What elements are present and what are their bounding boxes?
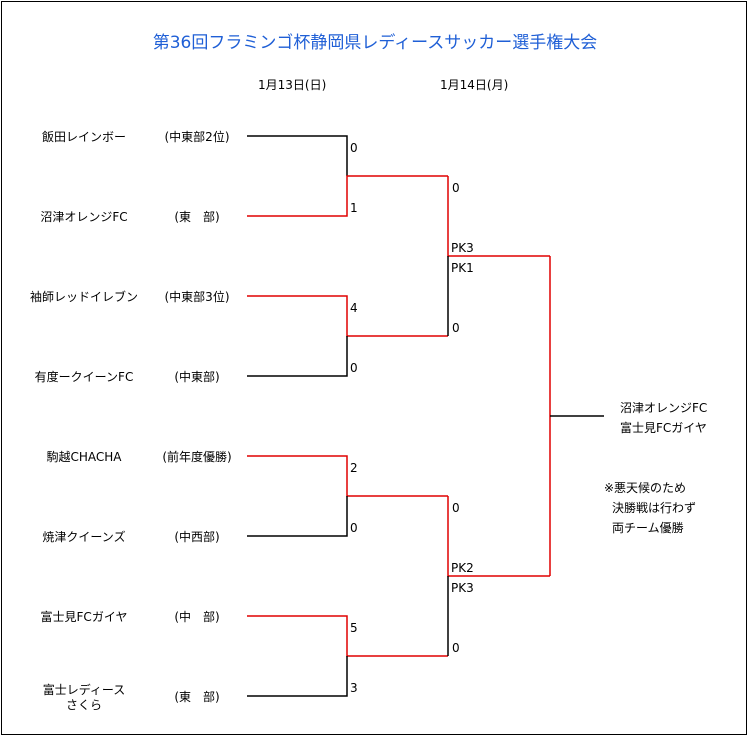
bracket-line-winner — [247, 175, 448, 217]
bracket-line — [247, 496, 348, 537]
team-region: (前年度優勝) — [162, 450, 232, 464]
pk-score: PK2 — [451, 561, 474, 575]
score: 0 — [350, 141, 358, 155]
note-line: ※悪天候のため — [604, 481, 687, 495]
date-round1: 1月13日(日) — [258, 78, 327, 92]
team-region: (中東部3位) — [164, 290, 230, 304]
score: 0 — [452, 501, 460, 515]
team-name: 飯田レインボー — [41, 130, 126, 144]
date-round2: 1月14日(月) — [440, 78, 509, 92]
note-line: 両チーム優勝 — [612, 521, 684, 535]
team-name: 有度ークイーンFC — [34, 370, 134, 384]
bracket-line-winner — [247, 615, 448, 657]
score: 0 — [350, 521, 358, 535]
team-region: (東 部) — [174, 690, 220, 704]
page-title: 第36回フラミンゴ杯静岡県レディースサッカー選手権大会 — [152, 33, 598, 53]
score: 3 — [350, 681, 358, 695]
pk-score: PK3 — [451, 581, 474, 595]
score: 4 — [350, 301, 358, 315]
team-name-line2: さくら — [65, 698, 102, 712]
team-name: 駒越CHACHA — [46, 450, 122, 464]
pk-score: PK3 — [451, 241, 474, 255]
score: 0 — [452, 321, 460, 335]
team-region: (中西部) — [174, 530, 220, 544]
team-name: 富士レディース — [42, 683, 126, 697]
bracket-line-winner — [247, 455, 448, 497]
team-region: (中東部2位) — [164, 130, 230, 144]
pk-score: PK1 — [451, 261, 474, 275]
score: 5 — [350, 621, 358, 635]
score: 1 — [350, 201, 358, 215]
team-region: (中東部) — [174, 370, 220, 384]
bracket-line — [247, 656, 348, 697]
note-line: 決勝戦は行わず — [612, 501, 697, 515]
champion-2: 富士見FCガイヤ — [620, 421, 707, 435]
score: 0 — [452, 641, 460, 655]
bracket-line — [247, 336, 348, 377]
team-name: 沼津オレンジFC — [40, 210, 128, 224]
score: 0 — [452, 181, 460, 195]
team-name: 袖師レッドイレブン — [29, 290, 138, 304]
team-region: (中 部) — [174, 610, 220, 624]
champion-1: 沼津オレンジFC — [620, 401, 708, 415]
team-name: 富士見FCガイヤ — [40, 610, 128, 624]
score: 0 — [350, 361, 358, 375]
team-region: (東 部) — [174, 210, 220, 224]
bracket-line — [247, 135, 348, 176]
score: 2 — [350, 461, 358, 475]
team-name: 焼津クイーンズ — [42, 530, 126, 544]
bracket-line-winner — [247, 295, 448, 337]
